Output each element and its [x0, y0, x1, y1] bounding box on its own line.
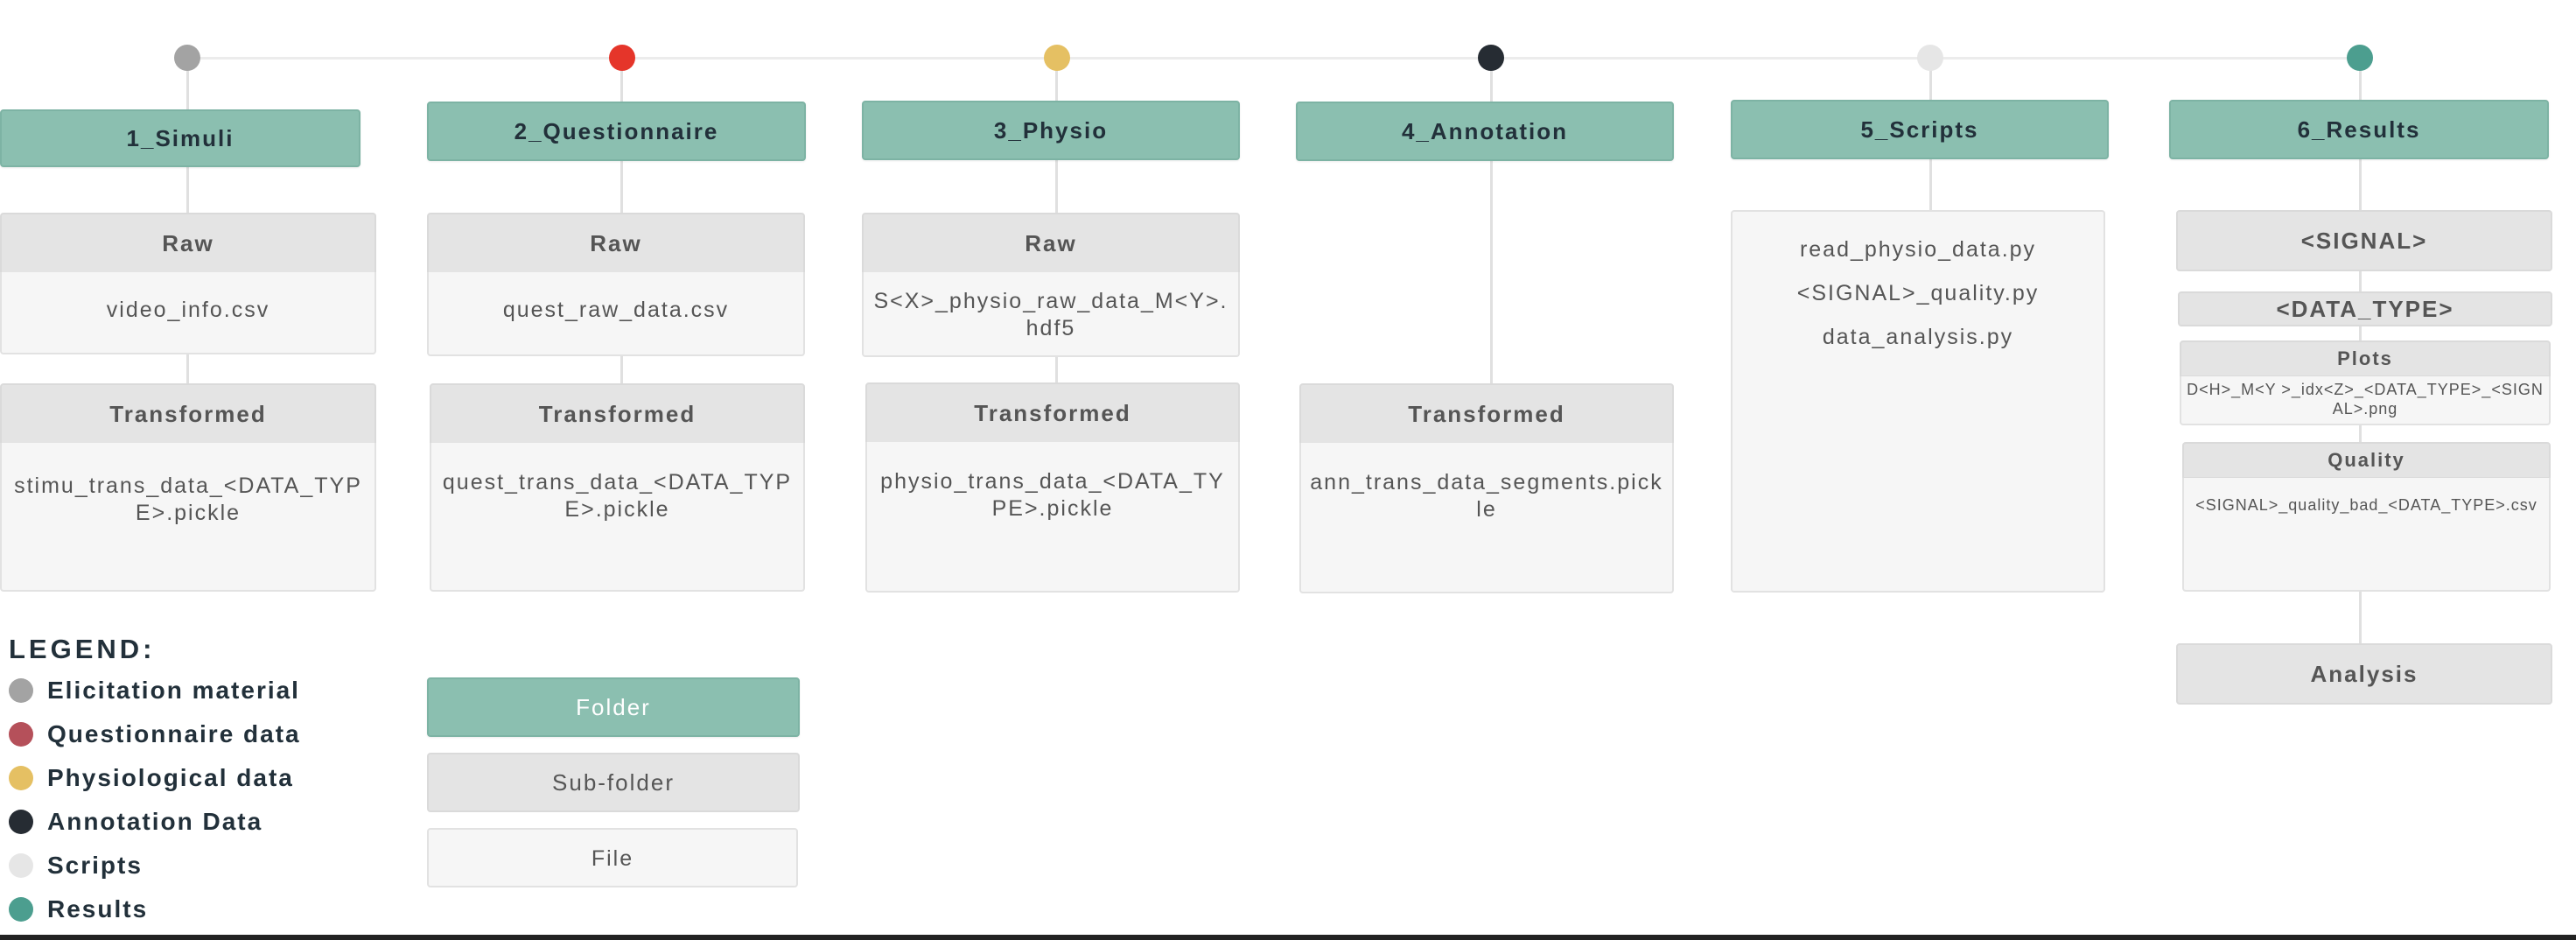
subfolder-plots[interactable]: Plots	[2180, 340, 2551, 377]
questionnaire-data-dot	[9, 722, 33, 747]
folder-stimuli[interactable]: 1_Simuli	[0, 109, 360, 167]
file-physio-raw[interactable]: S<X>_physio_raw_data_M<Y>.hdf5	[862, 272, 1240, 357]
script-file[interactable]: data_analysis.py	[1822, 325, 2014, 349]
subfolder-data-type[interactable]: <DATA_TYPE>	[2178, 291, 2552, 326]
subfolder-raw[interactable]: Raw	[427, 213, 805, 274]
legend-title: LEGEND:	[9, 634, 156, 664]
elicitation-material-dot	[9, 678, 33, 703]
annotation-dot	[1478, 45, 1504, 71]
annotation-data-dot	[9, 810, 33, 834]
connector	[1490, 70, 1493, 394]
scripts-list: read_physio_data.py <SIGNAL>_quality.py …	[1731, 210, 2105, 593]
folder-questionnaire[interactable]: 2_Questionnaire	[427, 102, 806, 161]
folder-annotation[interactable]: 4_Annotation	[1296, 102, 1674, 161]
file-stimu-trans[interactable]: stimu_trans_data_<DATA_TYPE>.pickle	[0, 443, 376, 592]
legend-label: Questionnaire data	[47, 720, 301, 747]
physio-dot	[1044, 45, 1070, 71]
legend-subfolder-box: Sub-folder	[427, 753, 800, 812]
legend-label: Scripts	[47, 852, 143, 879]
legend-item: Annotation Data	[9, 808, 263, 835]
subfolder-quality[interactable]: Quality	[2182, 442, 2551, 479]
legend-item: Elicitation material	[9, 677, 300, 704]
folder-physio[interactable]: 3_Physio	[862, 101, 1240, 160]
legend-item: Scripts	[9, 852, 143, 879]
file-quality[interactable]: <SIGNAL>_quality_bad_<DATA_TYPE>.csv	[2182, 478, 2551, 592]
timeline-line	[186, 57, 2359, 60]
legend-file-box: File	[427, 828, 798, 887]
script-file[interactable]: read_physio_data.py	[1799, 237, 2037, 262]
subfolder-transformed[interactable]: Transformed	[1299, 383, 1674, 445]
file-physio-trans[interactable]: physio_trans_data_<DATA_TYPE>.pickle	[865, 442, 1240, 593]
file-video-info[interactable]: video_info.csv	[0, 272, 376, 354]
subfolder-raw[interactable]: Raw	[0, 213, 376, 274]
file-quest-raw[interactable]: quest_raw_data.csv	[427, 272, 805, 356]
subfolder-transformed[interactable]: Transformed	[865, 382, 1240, 444]
subfolder-transformed[interactable]: Transformed	[0, 383, 376, 445]
folder-results[interactable]: 6_Results	[2169, 100, 2549, 159]
file-quest-trans[interactable]: quest_trans_data_<DATA_TYPE>.pickle	[430, 443, 805, 592]
stimuli-dot	[174, 45, 200, 71]
questionnaire-dot	[609, 45, 635, 71]
script-file[interactable]: <SIGNAL>_quality.py	[1796, 281, 2040, 305]
subfolder-raw[interactable]: Raw	[862, 213, 1240, 274]
legend-item: Physiological data	[9, 764, 294, 791]
file-plots[interactable]: D<H>_M<Y >_idx<Z>_<DATA_TYPE>_<SIGNAL>.p…	[2180, 376, 2551, 425]
legend-folder-box: Folder	[427, 677, 800, 737]
legend-label: Results	[47, 895, 149, 922]
scripts-dot-legend	[9, 853, 33, 878]
legend-item: Results	[9, 895, 149, 922]
scripts-dot	[1917, 45, 1943, 71]
results-dot	[2347, 45, 2373, 71]
subfolder-signal[interactable]: <SIGNAL>	[2176, 210, 2552, 271]
legend-label: Elicitation material	[47, 677, 300, 704]
file-ann-trans[interactable]: ann_trans_data_segments.pickle	[1299, 443, 1674, 593]
folder-scripts[interactable]: 5_Scripts	[1731, 100, 2109, 159]
results-dot-legend	[9, 897, 33, 922]
legend-item: Questionnaire data	[9, 720, 301, 747]
legend-label: Physiological data	[47, 764, 294, 791]
bottom-border	[0, 935, 2576, 940]
subfolder-analysis[interactable]: Analysis	[2176, 643, 2552, 705]
legend-label: Annotation Data	[47, 808, 263, 835]
physiological-data-dot	[9, 766, 33, 790]
subfolder-transformed[interactable]: Transformed	[430, 383, 805, 445]
